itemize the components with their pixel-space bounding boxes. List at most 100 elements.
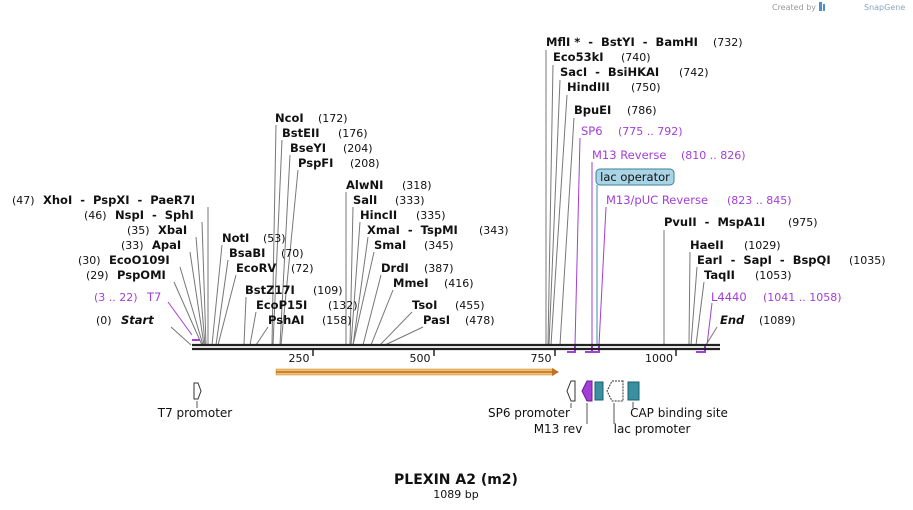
site-pos: (172) <box>318 112 348 125</box>
site-leader-lines <box>170 50 718 346</box>
site-pos: (109) <box>313 284 343 297</box>
site-pos: (345) <box>424 239 454 252</box>
site-label-ncoi: NcoI <box>275 111 304 125</box>
site-label-mfli: MflI * - BstYI - BamHI <box>546 35 698 49</box>
site-pos: (786) <box>627 104 657 117</box>
site-label-pasi: PasI <box>423 313 450 327</box>
site-label-saci: SacI - BsiHKAI <box>560 65 659 79</box>
site-label-pshai: PshAI <box>268 313 304 327</box>
primer-leader-lines <box>167 137 713 346</box>
primer-mark-m13puc-reverse <box>591 345 600 353</box>
lac-operator-shape <box>594 381 604 401</box>
site-label-end: End <box>720 313 745 327</box>
scale-tick-label: 250 <box>289 352 310 365</box>
scale-tick-label: 750 <box>531 352 552 365</box>
site-pos: (30) <box>78 254 101 267</box>
site-label-apai: ApaI <box>152 238 181 252</box>
site-pos: (29) <box>86 269 109 282</box>
lac-operator-callout: lac operator <box>595 168 675 186</box>
site-label-taqii: TaqII <box>704 268 735 282</box>
site-pos: (1089) <box>759 314 796 327</box>
primer-range: (823 .. 845) <box>727 194 792 207</box>
site-label-bstz17i: BstZ17I <box>245 283 295 297</box>
feature-label-cap-binding-site: CAP binding site <box>630 406 728 420</box>
site-pos: (1029) <box>744 239 781 252</box>
snapgene-icon <box>819 2 825 11</box>
primer-range: (1041 .. 1058) <box>763 291 842 304</box>
site-pos: (1035) <box>849 254 886 267</box>
site-pos: (70) <box>281 247 304 260</box>
site-label-haeii: HaeII <box>690 238 724 252</box>
site-pos: (455) <box>455 299 485 312</box>
site-label-smai: SmaI <box>374 238 406 252</box>
site-label-pspfi: PspFI <box>298 156 333 170</box>
site-label-mmei: MmeI <box>393 276 429 290</box>
site-label-alwni: AlwNI <box>346 178 383 192</box>
site-label-nspi: NspI - SphI <box>115 208 194 222</box>
site-label-bsabi: BsaBI <box>229 246 265 260</box>
credit: Created by SnapGene <box>772 2 905 12</box>
site-pos: (750) <box>631 81 661 94</box>
primer-mark-sp6 <box>567 345 576 353</box>
site-label-ecorv: EcoRV <box>236 261 276 275</box>
primer-range: (810 .. 826) <box>681 149 746 162</box>
primer-marks <box>192 339 706 353</box>
feature-labels: T7 promoter SP6 promoter M13 rev lac pro… <box>157 406 728 436</box>
site-label-hindiii: HindIII <box>567 80 610 94</box>
site-label-eari: EarI - SapI - BspQI <box>697 253 831 267</box>
primer-label-sp6: SP6 <box>581 124 603 138</box>
orf-arrow <box>275 368 559 376</box>
site-pos: (975) <box>788 216 818 229</box>
site-pos: (478) <box>465 314 495 327</box>
site-label-xmai: XmaI - TspMI <box>367 223 458 237</box>
primer-range: (775 .. 792) <box>618 125 683 138</box>
site-label-xhoi: XhoI - PspXI - PaeR7I <box>43 193 195 207</box>
site-label-hincii: HincII <box>360 208 397 222</box>
primer-mark-l4440 <box>696 345 706 353</box>
site-pos: (132) <box>328 299 358 312</box>
site-label-drdi: DrdI <box>381 261 409 275</box>
primer-labels: (3 .. 22) T7 SP6 (775 .. 792) M13 Revers… <box>94 124 842 304</box>
site-label-eco53ki: Eco53kI <box>553 50 604 64</box>
cap-binding-site-shape <box>627 381 640 401</box>
site-pos: (35) <box>127 224 150 237</box>
sp6-promoter-shape <box>566 380 576 402</box>
site-pos: (1053) <box>755 269 792 282</box>
t7-promoter-shape <box>193 382 202 400</box>
site-label-start: Start <box>121 313 154 327</box>
site-label-sali: SalI <box>353 193 377 207</box>
site-pos: (53) <box>263 232 286 245</box>
scale-tick-label: 1000 <box>645 352 673 365</box>
site-pos: (33) <box>121 239 144 252</box>
site-pos: (416) <box>444 277 474 290</box>
site-label-bseyi: BseYI <box>290 141 326 155</box>
site-pos: (742) <box>679 66 709 79</box>
site-label-bsteii: BstEII <box>282 126 320 140</box>
primer-label-m13-reverse: M13 Reverse <box>592 148 666 162</box>
site-label-ecop15i: EcoP15I <box>256 298 307 312</box>
restriction-site-labels: (0) Start (47) XhoI - PspXI - PaeR7I (46… <box>12 35 886 327</box>
site-pos: (46) <box>84 209 107 222</box>
m13-rev-shape <box>581 380 593 402</box>
lac-operator-label: lac operator <box>600 170 670 184</box>
features <box>193 380 640 424</box>
site-pos: (343) <box>479 224 509 237</box>
site-label-xbai: XbaI <box>158 223 187 237</box>
credit-prefix: Created by <box>772 3 816 12</box>
site-pos: (0) <box>96 314 112 327</box>
credit-brand: SnapGene <box>864 3 905 12</box>
site-pos: (333) <box>395 194 425 207</box>
backbone <box>192 343 720 351</box>
site-label-noti: NotI <box>222 231 249 245</box>
primer-label-m13puc-reverse: M13/pUC Reverse <box>606 193 708 207</box>
site-pos: (335) <box>416 209 446 222</box>
site-pos: (740) <box>621 51 651 64</box>
site-label-tsoi: TsoI <box>412 298 437 312</box>
site-pos: (204) <box>343 142 373 155</box>
primer-range: (3 .. 22) <box>94 291 138 304</box>
site-pos: (158) <box>322 314 352 327</box>
site-label-bpuei: BpuEI <box>574 103 611 117</box>
site-pos: (732) <box>713 36 743 49</box>
feature-label-t7-promoter: T7 promoter <box>157 406 233 420</box>
